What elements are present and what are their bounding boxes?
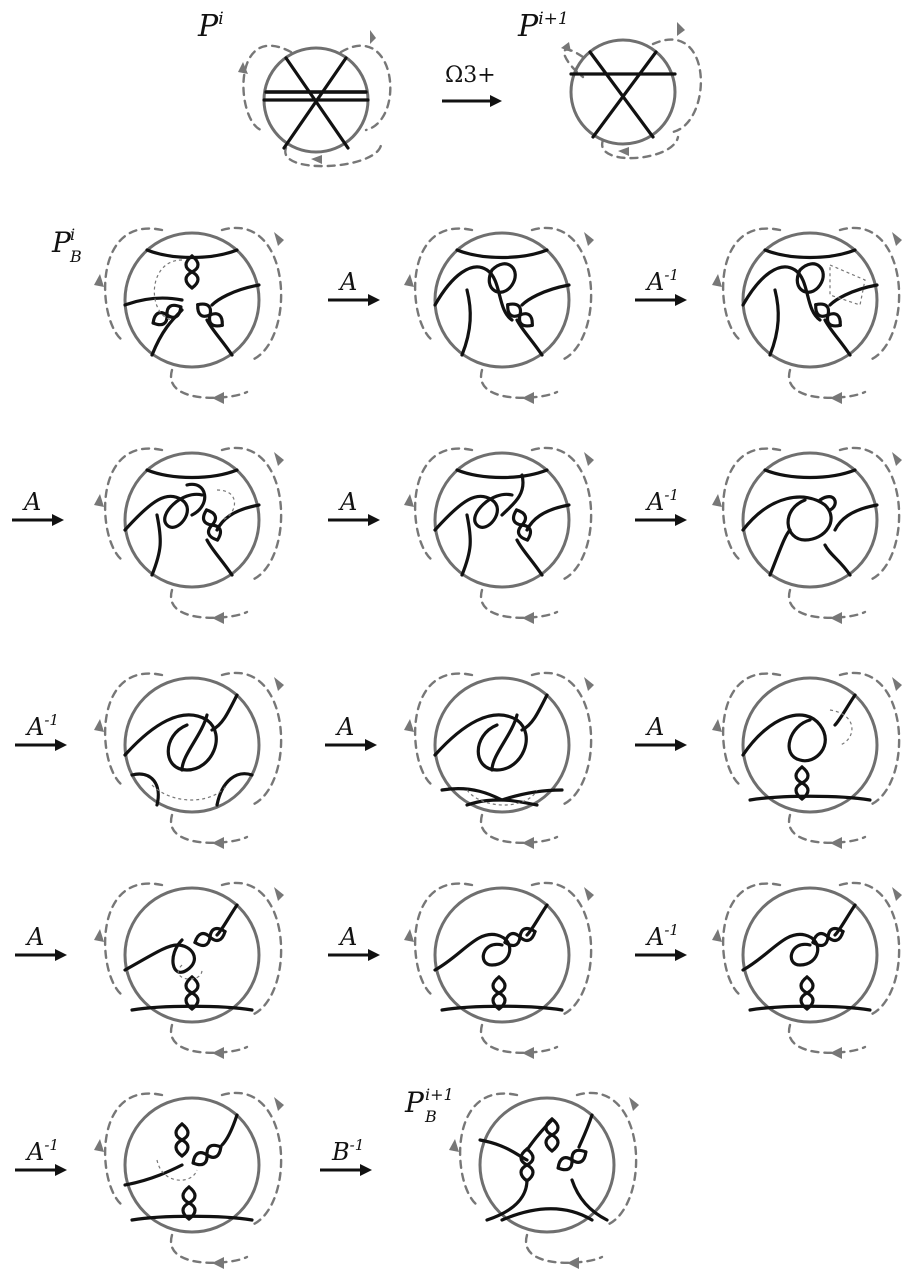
move-arrow-head (675, 294, 687, 306)
move-arrow-8: A (635, 713, 687, 751)
diagram-r4c2 (404, 883, 594, 1059)
top-left-label: Pi (197, 9, 224, 44)
diagram-r5c1 (94, 1093, 284, 1269)
move-arrow-2: A-1 (635, 266, 687, 306)
move-label: A (338, 268, 357, 296)
top-right-diagram (561, 22, 701, 158)
omega3-label: Ω3+ (445, 63, 496, 88)
top-right-label: Pi+1 (517, 9, 569, 44)
move-arrow-3: A (12, 488, 64, 526)
move-arrow-12: A-1 (15, 1136, 67, 1176)
move-arrow-head (55, 1164, 67, 1176)
move-label: A-1 (25, 1136, 59, 1166)
move-arrow-head (365, 739, 377, 751)
move-label: A (338, 488, 357, 516)
diagram-r2c1 (94, 448, 284, 624)
diagram-r3c2 (404, 673, 594, 849)
move-label: B-1 (331, 1136, 364, 1166)
diagram-r4c3 (712, 883, 902, 1059)
move-arrow-head (368, 949, 380, 961)
diagram-r3c3 (712, 673, 902, 849)
diagram-r4c1 (94, 883, 284, 1059)
move-arrow-5: A-1 (635, 486, 687, 526)
move-arrow-11: A-1 (635, 921, 687, 961)
move-arrow-head (675, 514, 687, 526)
move-arrow-7: A (325, 713, 377, 751)
move-arrow-4: A (328, 488, 380, 526)
move-arrow-head (368, 514, 380, 526)
move-label: A-1 (645, 921, 679, 951)
move-label: A-1 (25, 711, 59, 741)
move-label: A-1 (645, 486, 679, 516)
move-arrow-head (52, 514, 64, 526)
omega3-arrow (442, 95, 502, 107)
move-arrow-6: A-1 (15, 711, 67, 751)
move-arrow-head (55, 739, 67, 751)
move-arrow-head (675, 949, 687, 961)
move-label: A-1 (645, 266, 679, 296)
diagram-r5c2 (449, 1093, 639, 1269)
move-label: A (25, 923, 44, 951)
move-arrow-head (55, 949, 67, 961)
move-label: A (645, 713, 664, 741)
move-arrow-head (360, 1164, 372, 1176)
move-label: A (335, 713, 354, 741)
move-arrow-1: A (328, 268, 380, 306)
diagram-r2c3 (712, 448, 902, 624)
move-label: A (338, 923, 357, 951)
move-arrow-9: A (15, 923, 67, 961)
diagram-r2c2 (404, 448, 594, 624)
move-arrow-head (675, 739, 687, 751)
diagram-r1c3 (712, 228, 902, 404)
diagram-r1c2 (404, 228, 594, 404)
move-arrow-13: B-1 (320, 1136, 372, 1176)
move-arrow-10: A (328, 923, 380, 961)
move-label: A (22, 488, 41, 516)
top-left-diagram (238, 30, 390, 166)
diagram-r1c1 (94, 228, 284, 404)
move-arrow-head (368, 294, 380, 306)
diagram-r3c1 (94, 673, 284, 849)
